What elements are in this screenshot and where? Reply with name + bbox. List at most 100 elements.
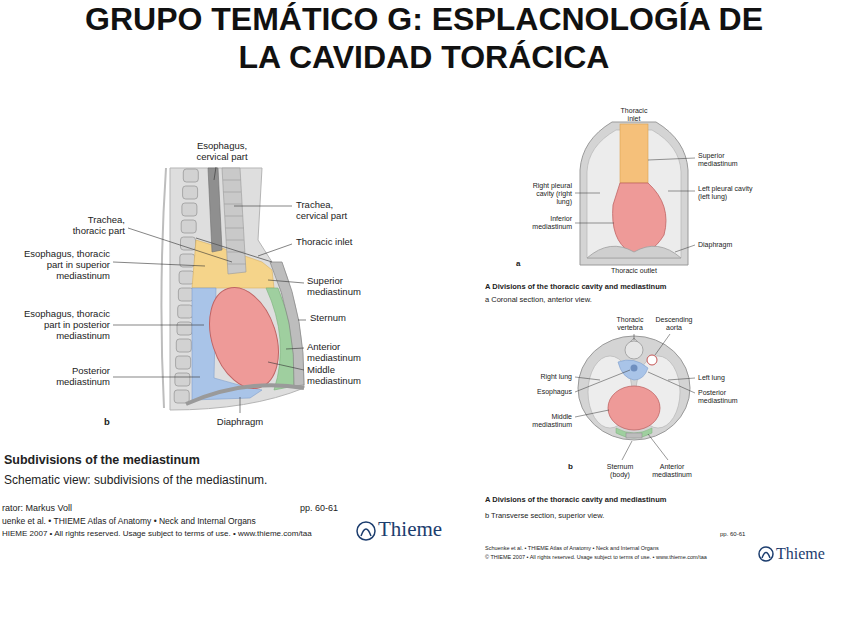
leader-line <box>258 244 292 256</box>
leader-line <box>634 334 635 340</box>
anatomy-label: Thoracic vertebra <box>608 316 652 332</box>
anatomy-label: Thoracic outlet <box>601 267 667 275</box>
anatomy-label: Right pleural cavity (right lung) <box>520 182 572 206</box>
vertebra <box>176 339 191 352</box>
anatomy-label: Inferior mediastinum <box>528 215 572 231</box>
anatomy-label: Thoracic inlet <box>296 237 353 248</box>
vertebra <box>175 373 190 386</box>
vertebra <box>177 322 192 335</box>
anatomy-label: Left pleural cavity (left lung) <box>698 185 762 201</box>
anatomy-label: Trachea, thoracic part <box>55 215 125 237</box>
leader-line <box>128 228 232 262</box>
page-reference: pp. 60-61 <box>720 531 745 538</box>
esophagus-section <box>631 365 638 372</box>
publisher-emblem <box>357 522 375 540</box>
vertebra <box>178 305 193 318</box>
inferior-mediastinum-region <box>613 183 666 253</box>
diaphragm-dome <box>587 246 681 258</box>
trachea-ring <box>223 192 241 193</box>
figure-caption: A Divisions of the thoracic cavity and m… <box>485 496 666 505</box>
posterior-mediastinum-region <box>618 360 648 380</box>
vertebra <box>181 220 196 233</box>
leader-line <box>668 191 695 192</box>
leader-line <box>575 377 600 380</box>
vertebra-section <box>625 341 643 359</box>
publisher-emblem <box>759 547 773 561</box>
trachea-ring <box>225 228 244 229</box>
leader-line <box>575 410 609 417</box>
leader-line <box>113 167 306 413</box>
anatomy-label: Posterior mediastinum <box>30 366 110 388</box>
body-outline <box>170 168 304 410</box>
publisher-logo: Thieme <box>378 518 442 541</box>
trachea-ring <box>227 264 246 265</box>
trachea-tube <box>222 168 246 274</box>
anterior-mediastinum-region <box>616 428 652 438</box>
trachea-ring <box>226 240 244 241</box>
anatomy-label: Thoracic inlet <box>616 107 652 123</box>
leader-line <box>575 158 695 252</box>
figure-letter: b <box>568 462 573 471</box>
leader-line <box>575 193 600 194</box>
back-outline <box>161 168 166 408</box>
sternum-section <box>626 433 642 438</box>
figure-caption: A Divisions of the thoracic cavity and m… <box>485 283 666 292</box>
vertebra <box>178 288 193 301</box>
anatomy-label: Esophagus <box>520 388 572 396</box>
trachea-ring <box>223 180 241 181</box>
credit-line: rator: Markus Voll <box>2 503 72 513</box>
figure-letter: b <box>104 417 110 428</box>
leader-line <box>240 397 241 413</box>
vertebra <box>182 203 197 216</box>
leader-line <box>298 320 306 321</box>
vertebra <box>176 356 191 369</box>
leader-line <box>622 441 632 460</box>
thorax-outline <box>580 122 688 265</box>
anatomy-label: Diaphragm <box>210 417 270 428</box>
anatomy-label: Anterior mediastinum <box>307 342 367 364</box>
superior-mediastinum-region <box>620 124 648 183</box>
anatomy-label: Middle mediastinum <box>307 365 367 387</box>
anatomy-label: Sternum (body) <box>600 463 640 479</box>
anatomy-label: Superior mediastinum <box>307 276 367 298</box>
anatomy-label: Esophagus, thoracic part in posterior me… <box>10 309 110 342</box>
figure-letter: a <box>516 259 520 268</box>
page-reference: pp. 60-61 <box>300 503 338 513</box>
figure-caption: Subdivisions of the mediastinum <box>4 453 200 467</box>
trachea-ring <box>223 180 246 264</box>
sagittal-figure <box>113 167 306 413</box>
anatomy-label: Esophagus, cervical part <box>186 141 258 163</box>
vertebra <box>183 169 198 182</box>
publisher-logo: Thieme <box>776 545 825 563</box>
leader-line <box>655 334 670 355</box>
trachea-ring <box>225 216 243 217</box>
leader-line <box>575 223 614 224</box>
credit-line: © THIEME 2007 • All rights reserved. Usa… <box>485 554 707 560</box>
leader-line <box>113 262 205 266</box>
anatomy-label: Right lung <box>520 373 572 381</box>
aorta-section <box>647 355 657 365</box>
figure-caption: Schematic view: subdivisions of the medi… <box>4 474 267 488</box>
vertebra <box>181 237 196 250</box>
credit-line: HIEME 2007 • All rights reserved. Usage … <box>2 529 312 538</box>
anatomy-label: Sternum <box>310 313 346 324</box>
middle-mediastinum-region <box>608 386 660 430</box>
slide-title: GRUPO TEMÁTICO G: ESPLACNOLOGÍA DE LA CA… <box>74 0 774 76</box>
leader-line <box>648 434 668 460</box>
leader-line <box>648 158 695 160</box>
credit-line: Schuenke et al. • THIEME Atlas of Anatom… <box>485 545 659 551</box>
anatomy-label: Posterior mediastinum <box>698 389 742 405</box>
transverse-figure <box>575 334 695 460</box>
anatomy-label: Trachea, cervical part <box>296 200 366 222</box>
leader-line <box>668 378 695 380</box>
leader-line <box>113 325 204 326</box>
anatomy-label: Anterior mediastinum <box>650 463 694 479</box>
leader-line <box>268 362 304 370</box>
middle-mediastinum-region <box>197 279 290 398</box>
vertebra <box>183 186 198 199</box>
leader-line <box>575 370 630 392</box>
vertebra <box>174 390 189 403</box>
leader-line <box>234 206 292 207</box>
anatomy-label: Diaphragm <box>698 241 732 249</box>
